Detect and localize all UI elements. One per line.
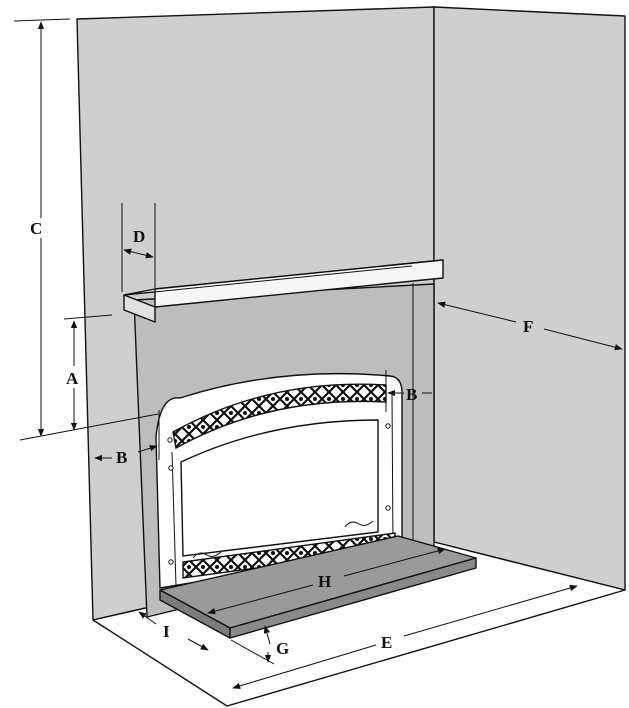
label-c: C [30,219,42,238]
extension-line [13,18,71,22]
dimension-line-b-left [137,445,158,453]
label-i: I [163,622,170,641]
dimension-line-g [263,625,271,645]
dimension-line-e [403,584,578,637]
dimension-line-f [543,328,623,351]
dimension-line-i [187,638,209,651]
screw [385,423,391,429]
mantel-face [154,259,444,308]
dimension-line-f [437,301,517,323]
hearth-side [229,557,477,639]
left-control-handle [192,551,222,559]
extension-line [230,639,275,665]
screw [168,559,174,565]
glass-door-panel [180,419,379,557]
label-d: D [133,227,145,246]
mantel-front [123,294,156,323]
label-b-right: B [406,385,417,404]
label-e: E [381,633,392,652]
dimension-line-h [207,584,314,615]
label-b-left: B [116,448,127,467]
extension-line [19,413,159,441]
screw [168,465,174,471]
label-f: F [523,317,533,336]
screw [167,437,173,443]
door-frame-line [171,451,177,587]
extension-line [63,314,113,320]
label-h: H [318,572,331,591]
dimension-line-i [138,611,157,625]
right-control-handle [344,520,374,528]
door-frame-line [391,394,394,549]
label-a: A [66,369,79,388]
right-side-wall [433,6,626,591]
mantel-edge [123,265,413,296]
label-g: G [276,639,289,658]
screw [385,505,391,511]
label-background [63,366,85,388]
dimension-line-h [343,547,446,577]
dimension-line-d [123,248,154,259]
dimension-line-e [232,644,377,689]
label-background [28,218,50,238]
